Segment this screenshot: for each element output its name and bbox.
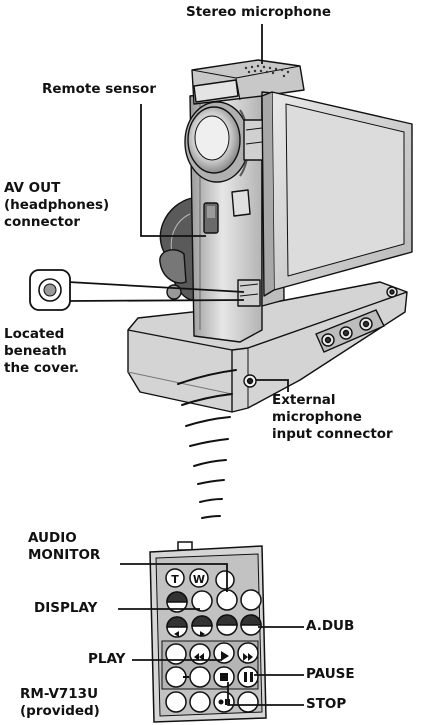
remote-key-t-label: T: [171, 573, 179, 586]
label-located-line1: Located: [4, 326, 79, 343]
label-remote-model: RM-V713U (provided): [20, 686, 100, 720]
label-remote-sensor: Remote sensor: [42, 81, 156, 98]
label-audio-monitor-line1: AUDIO: [28, 530, 100, 547]
label-av-out-line3: connector: [4, 214, 109, 231]
label-stop: STOP: [306, 696, 346, 713]
av-out-jack-detail: [30, 270, 70, 310]
label-located-line2: beneath: [4, 343, 79, 360]
remote-key-audio-monitor: [217, 590, 237, 610]
label-model-line1: RM-V713U: [20, 686, 100, 703]
remote-key-r2d: [241, 590, 261, 610]
hand-strap: [160, 198, 194, 300]
label-pause: PAUSE: [306, 666, 355, 683]
remote-control: [150, 542, 266, 722]
label-located-beneath: Located beneath the cover.: [4, 326, 79, 377]
remote-key-w-label: W: [193, 573, 205, 586]
label-ext-mic-line3: input connector: [272, 426, 393, 443]
label-ext-mic-line1: External: [272, 392, 393, 409]
label-display: DISPLAY: [34, 600, 97, 617]
label-stereo-microphone: Stereo microphone: [186, 4, 331, 21]
label-audio-monitor: AUDIO MONITOR: [28, 530, 100, 564]
label-av-out: AV OUT (headphones) connector: [4, 180, 109, 231]
label-av-out-line1: AV OUT: [4, 180, 109, 197]
label-model-line2: (provided): [20, 703, 100, 720]
remote-key-audio-monitor-top: [216, 571, 234, 589]
label-play: PLAY: [88, 651, 125, 668]
remote-key-slow: [214, 692, 234, 712]
leader-av-out-bottom: [68, 300, 244, 301]
remote-key-rew: [190, 644, 210, 664]
label-external-mic: External microphone input connector: [272, 392, 393, 443]
label-adub: A.DUB: [306, 618, 354, 635]
label-audio-monitor-line2: MONITOR: [28, 547, 100, 564]
remote-key-display: [192, 591, 212, 611]
label-av-out-line2: (headphones): [4, 197, 109, 214]
remote-key-pause: [238, 667, 258, 687]
label-ext-mic-line2: microphone: [272, 409, 393, 426]
label-located-line3: the cover.: [4, 360, 79, 377]
